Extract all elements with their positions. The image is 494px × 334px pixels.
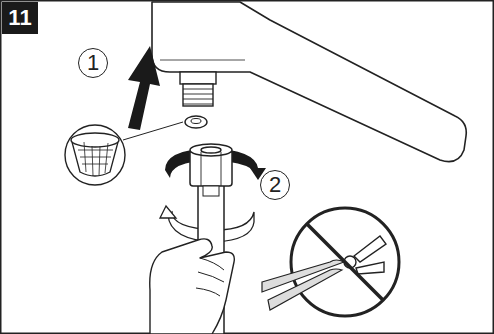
no-pliers-sign [262, 208, 399, 316]
remove-arrow [128, 46, 160, 130]
step-number: 11 [2, 2, 38, 34]
faucet-spout [152, 2, 466, 162]
spout-thread [180, 72, 216, 106]
strainer-inset [65, 122, 183, 185]
step-number-text: 11 [8, 7, 31, 29]
washer [185, 116, 207, 128]
callout-number-text: 1 [87, 52, 99, 74]
hand [150, 239, 235, 334]
callout-number-text: 2 [269, 174, 281, 196]
callout-number: 2 [260, 170, 290, 200]
callout-number: 1 [78, 48, 108, 78]
